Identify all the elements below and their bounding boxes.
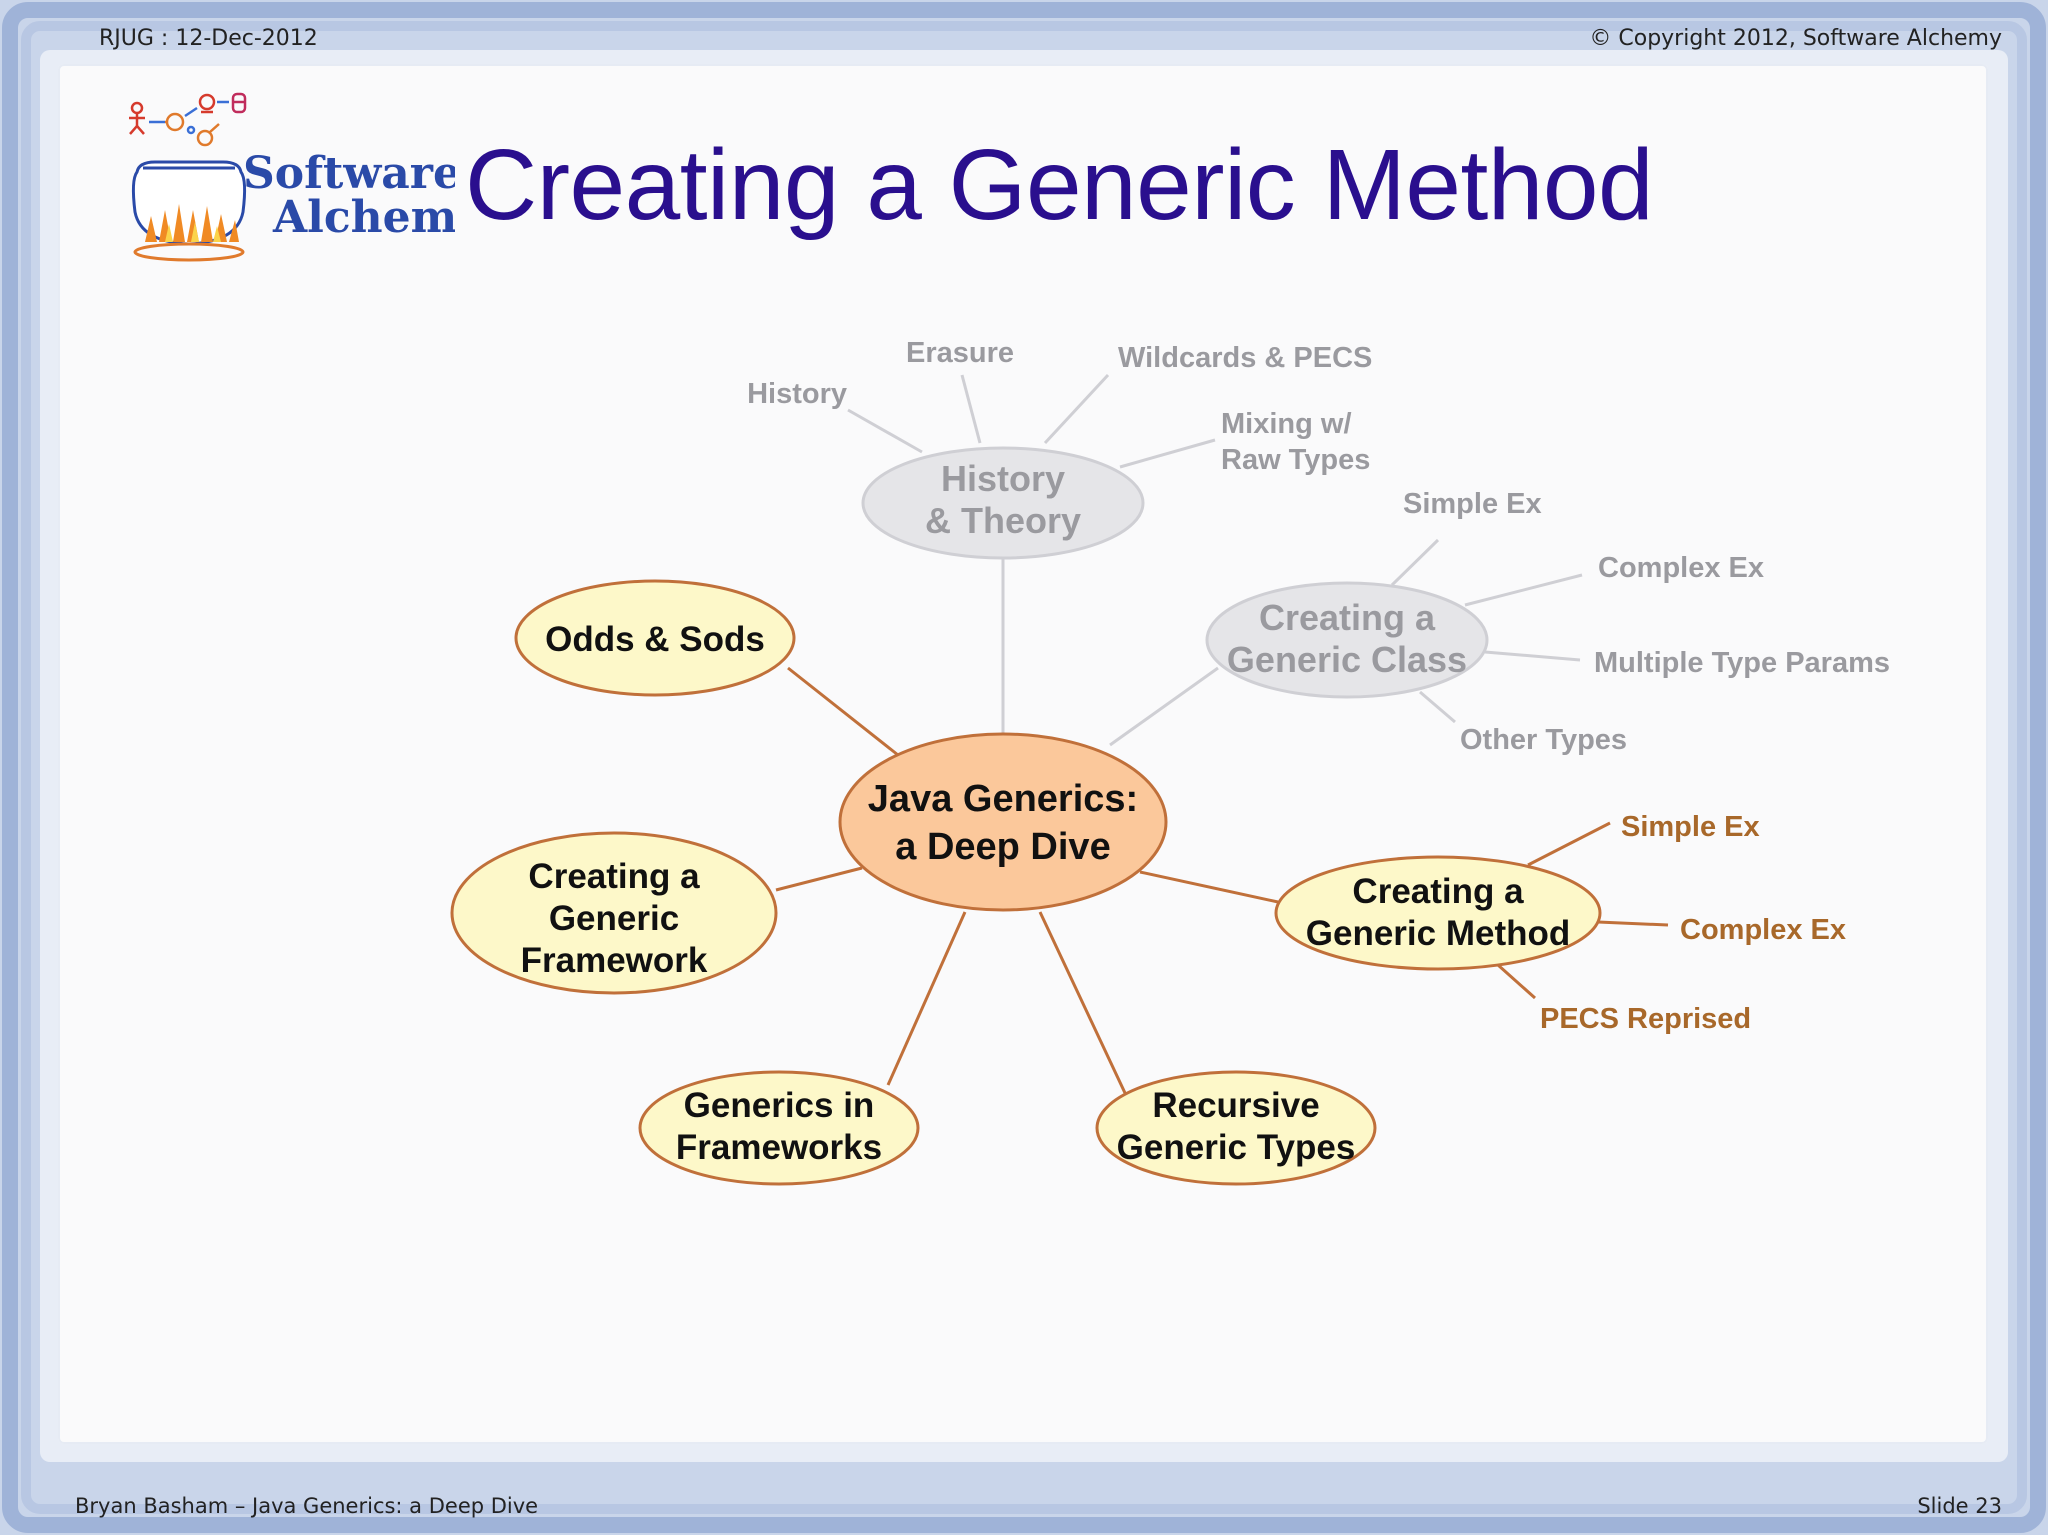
node-generic-class: Creating a Generic Class bbox=[1205, 581, 1489, 699]
framework-line1: Creating a bbox=[528, 857, 700, 896]
software-alchemy-logo: Software Alchemy bbox=[129, 92, 455, 262]
footer-slide-number: Slide 23 bbox=[1917, 1494, 2002, 1518]
generic-class-line1: Creating a bbox=[1259, 597, 1436, 638]
node-generics-frameworks: Generics in Frameworks bbox=[638, 1070, 920, 1186]
history-theory-line1: History bbox=[941, 458, 1065, 499]
framework-line3: Framework bbox=[521, 941, 708, 980]
leaf-class-simple: Simple Ex bbox=[1403, 488, 1542, 520]
active-connectors bbox=[775, 666, 1669, 1094]
node-generic-framework: Creating a Generic Framework bbox=[450, 831, 778, 995]
frameworks-line2: Frameworks bbox=[676, 1128, 882, 1167]
footer-author: Bryan Basham – Java Generics: a Deep Div… bbox=[75, 1494, 539, 1518]
leaf-wildcards-pecs: Wildcards & PECS bbox=[1118, 342, 1372, 374]
logo-line1: Software bbox=[243, 148, 455, 199]
generic-method-line2: Generic Method bbox=[1306, 914, 1570, 953]
leaf-history: History bbox=[747, 378, 847, 410]
leaf-mixing-line1: Mixing w/ bbox=[1221, 408, 1352, 440]
node-history-theory: History & Theory bbox=[861, 446, 1145, 560]
node-center: Java Generics: a Deep Dive bbox=[838, 732, 1168, 912]
leaf-method-pecs: PECS Reprised bbox=[1540, 1003, 1751, 1035]
node-generic-method: Creating a Generic Method bbox=[1274, 855, 1602, 971]
generic-class-line2: Generic Class bbox=[1227, 639, 1467, 680]
logo-line2: Alchemy bbox=[272, 192, 455, 243]
leaf-method-simple: Simple Ex bbox=[1621, 811, 1760, 843]
recursive-line2: Generic Types bbox=[1117, 1128, 1356, 1167]
leaf-class-complex: Complex Ex bbox=[1598, 552, 1764, 584]
recursive-line1: Recursive bbox=[1152, 1086, 1319, 1125]
center-line2: a Deep Dive bbox=[895, 826, 1110, 868]
leaf-class-other: Other Types bbox=[1460, 724, 1627, 756]
slide-title: Creating a Generic Method bbox=[465, 129, 1654, 241]
leaf-mixing-line2: Raw Types bbox=[1221, 444, 1370, 476]
node-odds-sods: Odds & Sods bbox=[514, 579, 796, 697]
leaf-erasure: Erasure bbox=[906, 337, 1014, 369]
center-line1: Java Generics: bbox=[868, 778, 1138, 820]
leaf-method-complex: Complex Ex bbox=[1680, 914, 1846, 946]
framework-line2: Generic bbox=[549, 899, 679, 938]
muted-connectors bbox=[847, 373, 1583, 747]
frameworks-line1: Generics in bbox=[684, 1086, 875, 1125]
odds-sods-label: Odds & Sods bbox=[545, 620, 765, 659]
leaf-class-multiple: Multiple Type Params bbox=[1594, 647, 1890, 679]
header-copyright: © Copyright 2012, Software Alchemy bbox=[1589, 26, 2002, 51]
history-theory-line2: & Theory bbox=[925, 500, 1081, 541]
node-recursive-types: Recursive Generic Types bbox=[1095, 1070, 1377, 1186]
header-date: RJUG : 12-Dec-2012 bbox=[99, 26, 318, 51]
generic-method-line1: Creating a bbox=[1352, 872, 1524, 911]
